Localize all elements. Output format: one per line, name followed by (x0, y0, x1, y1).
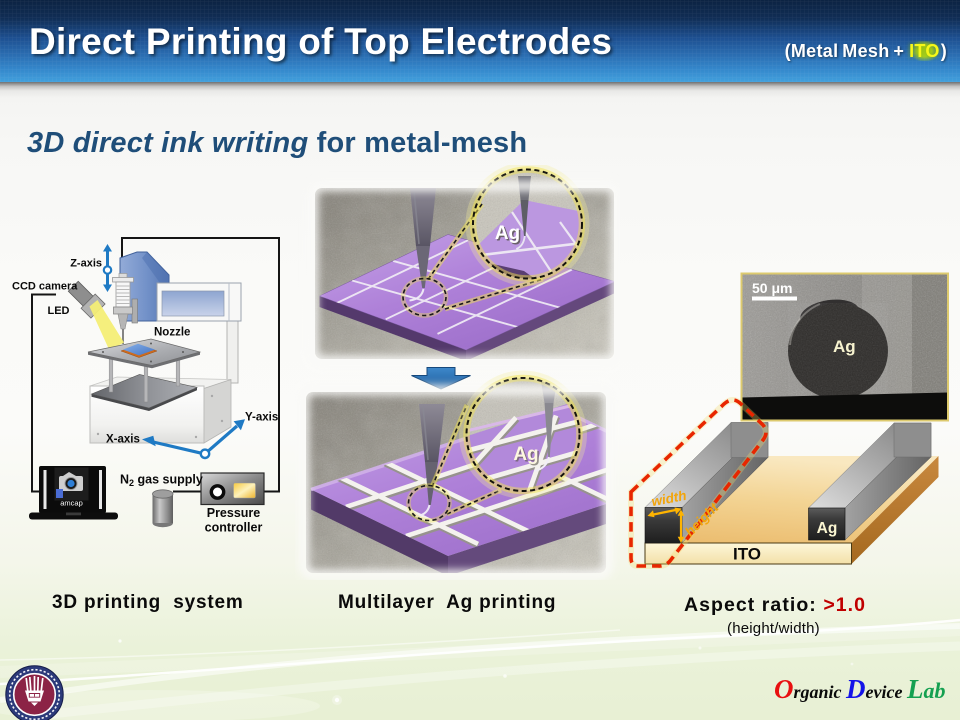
svg-text:Ag: Ag (496, 225, 521, 246)
svg-text:controller: controller (205, 521, 263, 535)
svg-text:N2 gas supply: N2 gas supply (120, 473, 203, 489)
svg-text:Ag: Ag (817, 520, 838, 537)
svg-text:LED: LED (48, 305, 70, 317)
svg-text:Nozzle: Nozzle (154, 327, 190, 339)
svg-text:width: width (650, 488, 687, 509)
svg-text:Ag: Ag (513, 444, 538, 465)
svg-text:Y-axis: Y-axis (245, 412, 278, 424)
svg-text:Ag: Ag (515, 446, 540, 467)
svg-text:Z-axis: Z-axis (70, 258, 102, 270)
svg-text:Pressure: Pressure (207, 506, 261, 520)
svg-text:Ag: Ag (833, 337, 856, 356)
svg-text:50 μm: 50 μm (752, 280, 792, 296)
svg-text:Ag: Ag (495, 223, 520, 244)
svg-text:CCD camera: CCD camera (12, 281, 78, 293)
svg-text:amcap: amcap (60, 499, 83, 508)
svg-text:X-axis: X-axis (106, 434, 140, 446)
svg-text:ITO: ITO (733, 545, 761, 564)
